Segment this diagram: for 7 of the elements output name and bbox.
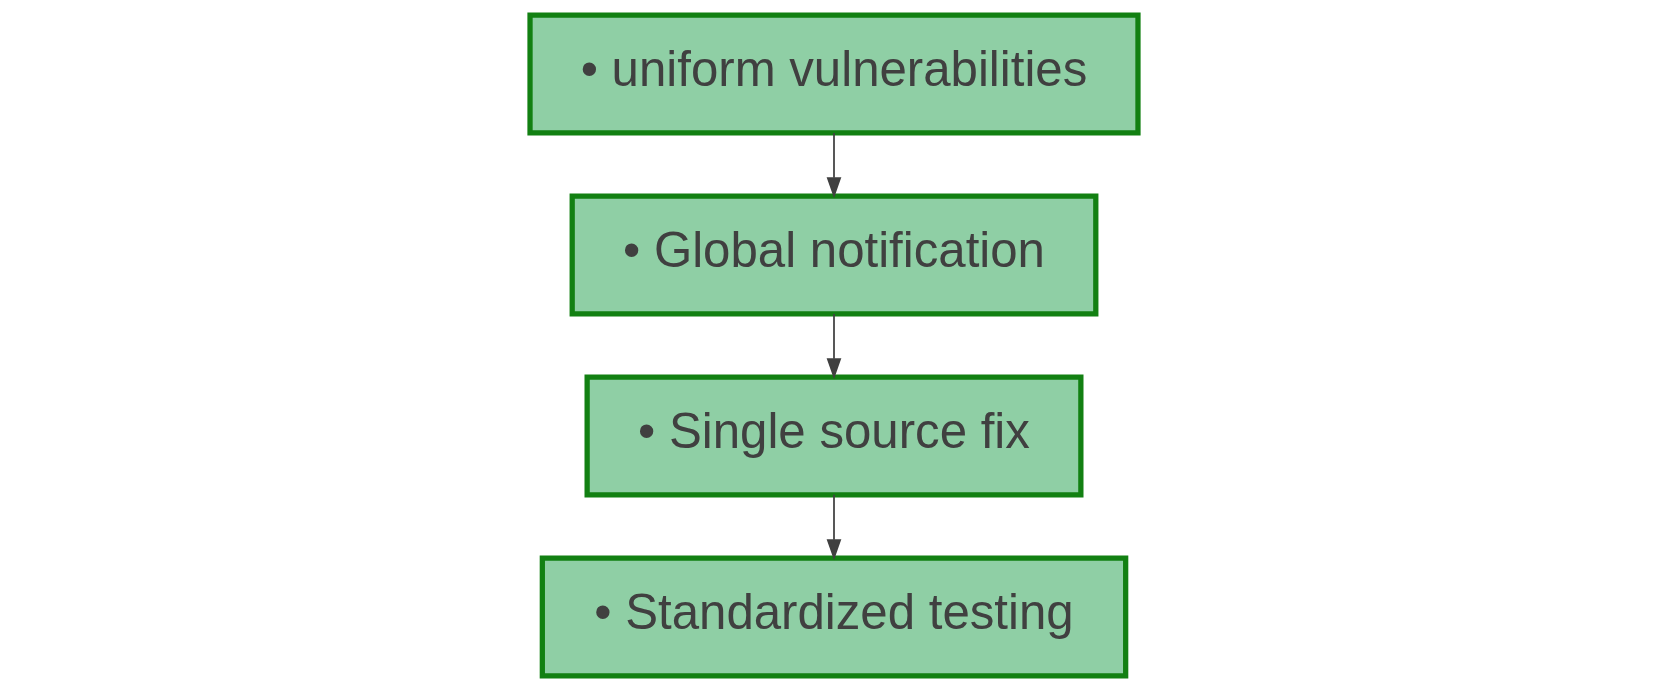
node-box: • Global notification xyxy=(569,193,1098,317)
arrow xyxy=(826,494,841,561)
arrow xyxy=(826,313,841,380)
node-box: • Single source fix xyxy=(584,374,1083,498)
arrow xyxy=(826,132,841,199)
node-box: • uniform vulnerabilities xyxy=(526,12,1141,136)
node-box: • Standardized testing xyxy=(539,555,1128,679)
